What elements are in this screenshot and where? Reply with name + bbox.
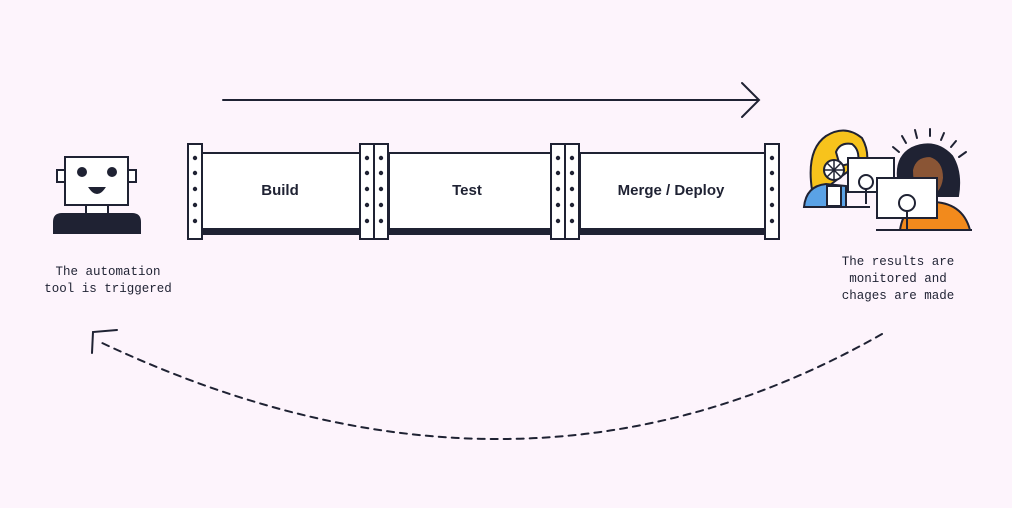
rivet <box>555 155 561 161</box>
rivet <box>192 202 198 208</box>
rivet <box>378 170 384 176</box>
rivet <box>769 218 775 224</box>
sparkle-rays <box>892 128 967 158</box>
pipeline-rails <box>201 152 766 235</box>
rivet <box>192 218 198 224</box>
rivet <box>378 186 384 192</box>
rivet <box>378 155 384 161</box>
rivet <box>192 170 198 176</box>
stage-label-merge-deploy: Merge / Deploy <box>617 182 725 199</box>
caption-line: chages are made <box>841 289 955 303</box>
pipeline-posts <box>187 143 780 240</box>
rivet <box>364 202 370 208</box>
rivet <box>555 218 561 224</box>
rivet <box>769 186 775 192</box>
rivet <box>569 202 575 208</box>
rivet <box>569 170 575 176</box>
rivet <box>192 155 198 161</box>
rivet <box>569 155 575 161</box>
rivet <box>364 170 370 176</box>
rivet <box>378 218 384 224</box>
people-at-monitors-icon <box>802 128 972 231</box>
caption-automation-triggered: The automation tool is triggered <box>24 264 192 298</box>
arrow-right-icon <box>222 82 761 118</box>
rivet <box>555 170 561 176</box>
rivet <box>769 155 775 161</box>
rivet <box>378 202 384 208</box>
caption-line: tool is triggered <box>44 282 172 296</box>
rivet <box>769 170 775 176</box>
rivet <box>364 218 370 224</box>
caption-results-monitored: The results are monitored and chages are… <box>808 254 988 305</box>
rivet <box>364 186 370 192</box>
rivet <box>555 202 561 208</box>
robot-icon <box>53 156 141 234</box>
stage-label-build: Build <box>261 182 299 199</box>
rivet <box>192 186 198 192</box>
caption-line: The results are <box>841 255 955 269</box>
rivet <box>569 218 575 224</box>
caption-line: The automation <box>55 265 161 279</box>
rivet <box>555 186 561 192</box>
stage-label-test: Test <box>452 182 482 199</box>
rivet <box>569 186 575 192</box>
post-rivets <box>192 155 775 224</box>
caption-line: monitored and <box>849 272 947 286</box>
rivet <box>769 202 775 208</box>
rivet <box>364 155 370 161</box>
dashed-return-arrow-icon <box>91 329 883 440</box>
